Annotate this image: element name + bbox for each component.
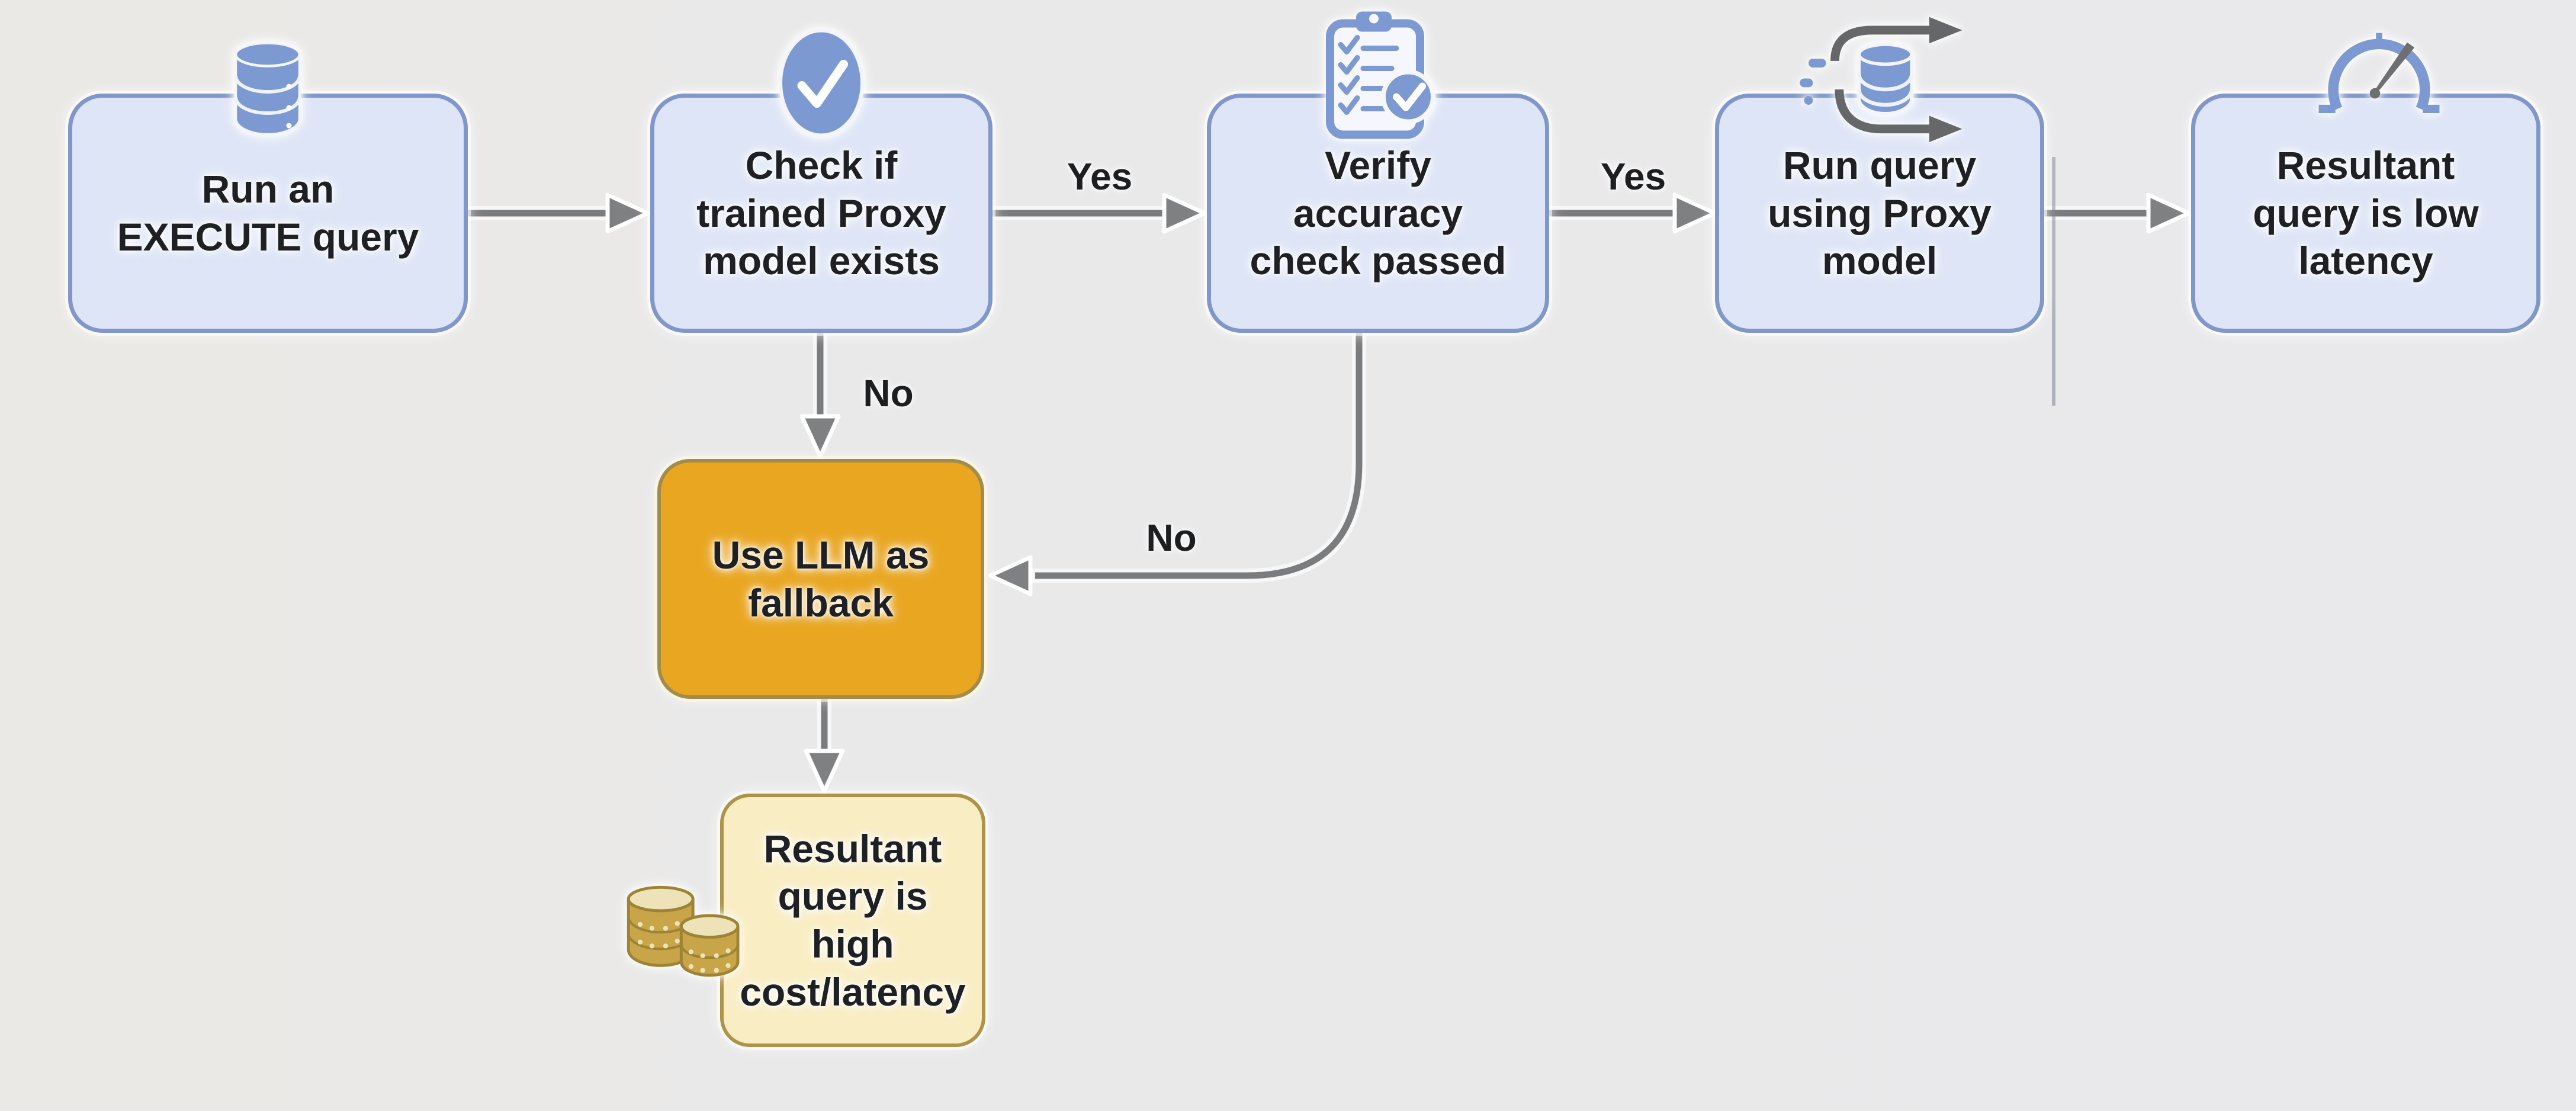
node-run-proxy-query: Run query using Proxy model [1715, 94, 2044, 333]
node-label: Verify accuracy check passed [1250, 143, 1507, 283]
node-run-execute-query: Run an EXECUTE query [68, 94, 468, 333]
node-low-latency-result: Resultant query is low latency [2191, 94, 2540, 333]
edge-label-yes-2: Yes [1600, 155, 1666, 198]
edge-label-no-1: No [863, 372, 914, 415]
node-high-cost-result: Resultant query is high cost/latency [720, 794, 985, 1047]
edge-label-yes-1: Yes [1067, 155, 1133, 198]
check-circle-icon [779, 28, 864, 137]
node-label: Check if trained Proxy model exists [696, 143, 946, 283]
node-label: Run an EXECUTE query [117, 167, 419, 259]
node-label: Resultant query is high cost/latency [740, 826, 966, 1014]
node-label: Resultant query is low latency [2253, 143, 2479, 283]
node-llm-fallback: Use LLM as fallback [657, 459, 984, 699]
edge-verify-to-fallback-no [1035, 333, 1363, 579]
speedometer-icon [2318, 33, 2440, 113]
node-label: Run query using Proxy model [1768, 143, 1992, 283]
database-icon [234, 41, 301, 136]
database-flow-icon [1800, 17, 1962, 142]
edge-arrowheads [605, 192, 2191, 794]
edge-lines [468, 210, 2151, 753]
checklist-icon [1326, 11, 1435, 139]
node-label: Use LLM as fallback [712, 532, 930, 625]
node-verify-accuracy: Verify accuracy check passed [1207, 94, 1549, 333]
stray-edge-artifact [2052, 157, 2055, 406]
edge-label-no-2: No [1146, 516, 1197, 559]
coins-icon [627, 885, 740, 977]
